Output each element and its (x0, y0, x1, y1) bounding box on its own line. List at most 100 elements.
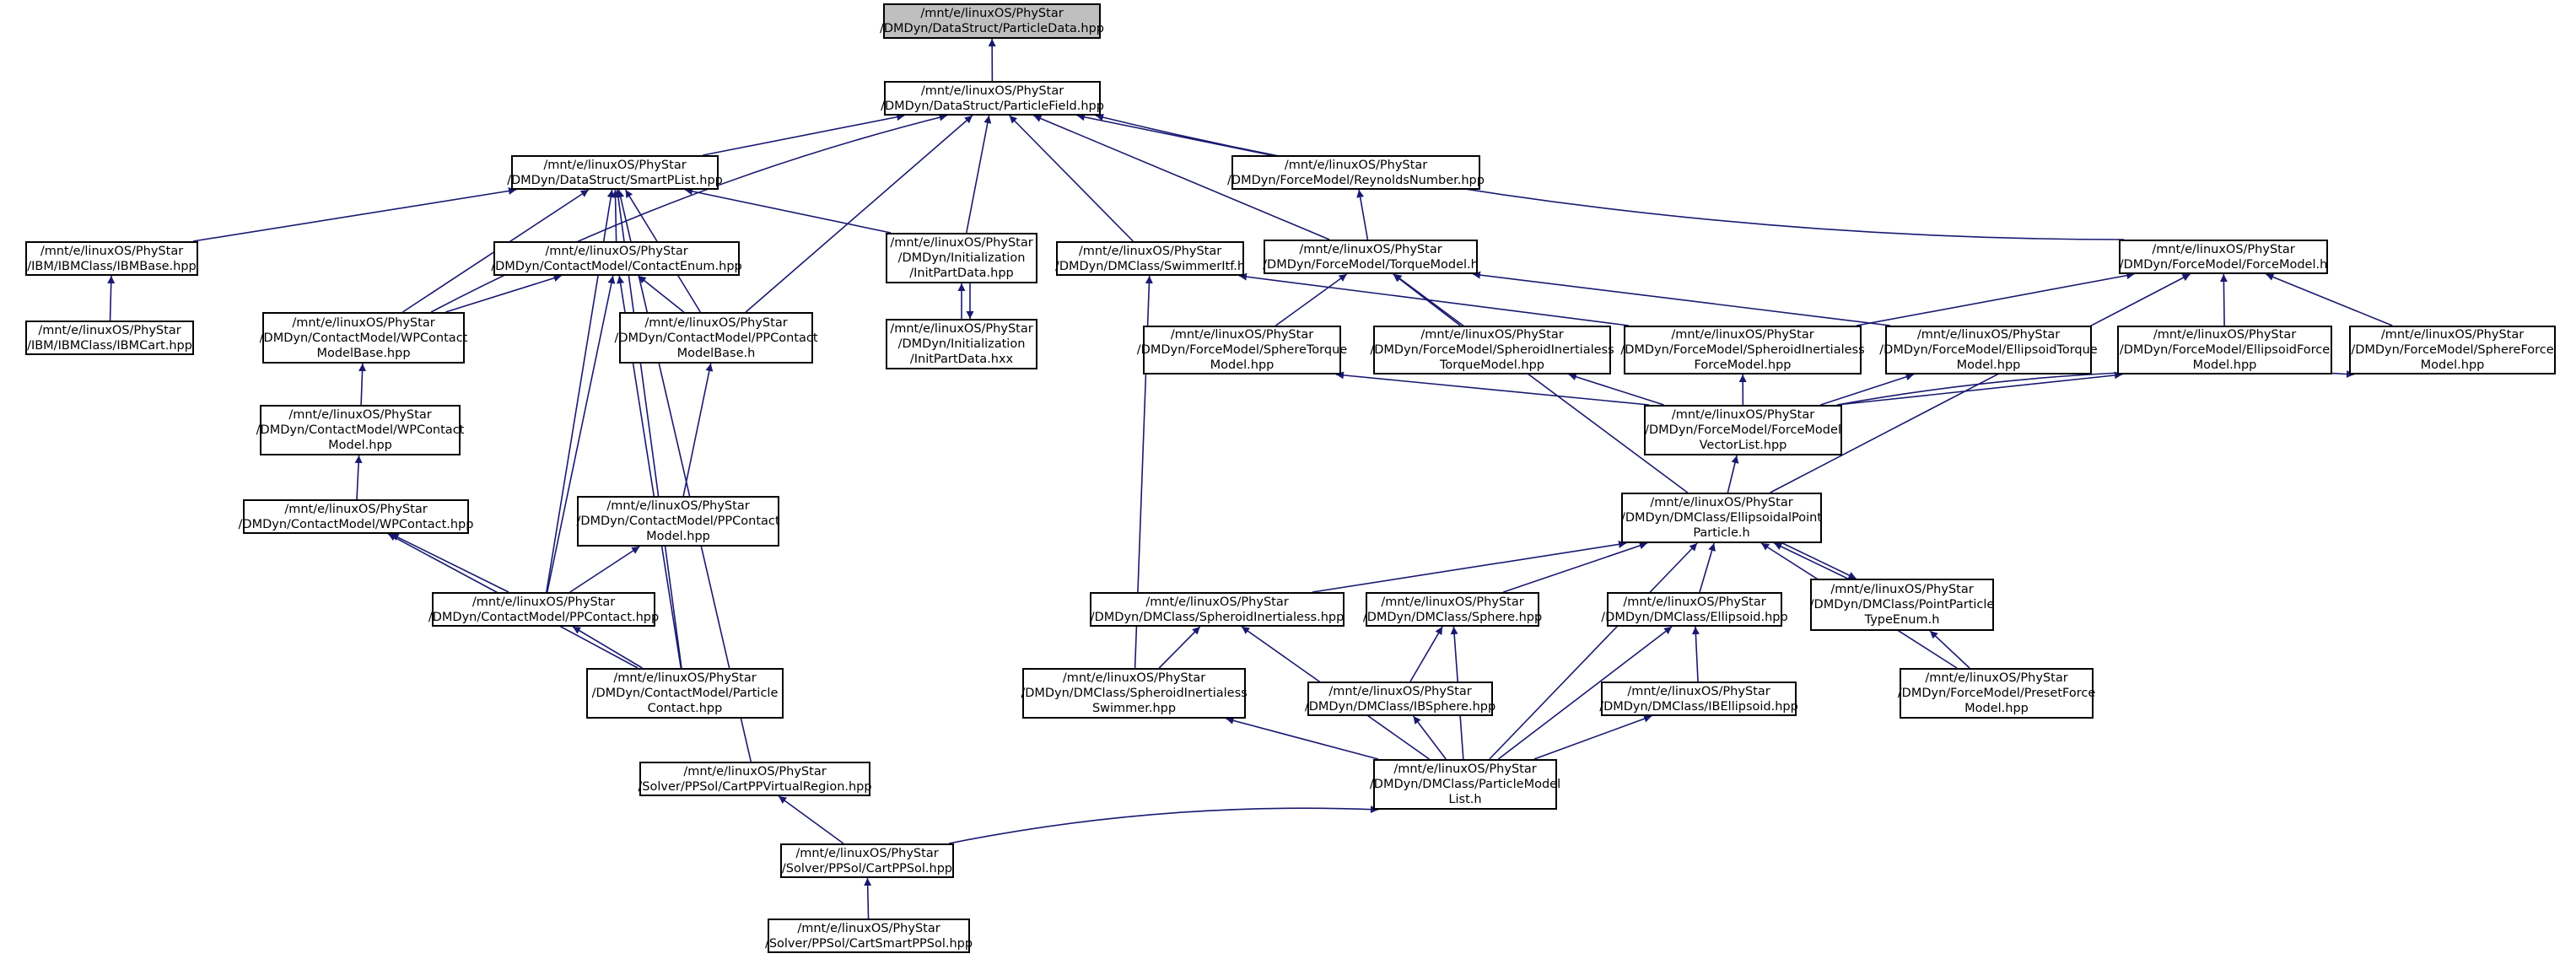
file-node-label-line: /mnt/e/linuxOS/PhyStar (1062, 671, 1206, 685)
file-node-label-line: /mnt/e/linuxOS/PhyStar (1627, 684, 1770, 698)
file-node-spheroidinertialessforce[interactable]: /mnt/e/linuxOS/PhyStar/DMDyn/ForceModel/… (1620, 326, 1865, 374)
edge-ellipsoidalpoint-to-forcemodelvectorlist (1727, 455, 1739, 493)
edge-particlemodellist-to-ibellipsoid (1533, 714, 1652, 760)
file-node-label-line: /DMDyn/DataStruct/ParticleField.hpp (881, 99, 1104, 113)
edge-spheroidinertialess-to-ellipsoidalpoint (1312, 540, 1627, 593)
file-node-pointparticletypeenum[interactable]: /mnt/e/linuxOS/PhyStar/DMDyn/DMClass/Poi… (1810, 579, 1994, 631)
file-node-label-line: /DMDyn/DMClass/SpheroidInertialess (1021, 687, 1248, 700)
file-node-label-line: /mnt/e/linuxOS/PhyStar (545, 244, 688, 258)
file-node-label-line: /Solver/PPSol/CartPPSol.hpp (781, 861, 953, 875)
file-node-sphere[interactable]: /mnt/e/linuxOS/PhyStar/DMDyn/DMClass/Sph… (1362, 592, 1543, 627)
file-node-spheroidinertialesstorque[interactable]: /mnt/e/linuxOS/PhyStar/DMDyn/ForceModel/… (1370, 326, 1614, 374)
edge-ibellipsoid-to-ellipsoid (1691, 626, 1700, 682)
edge-ppcontact-to-ppcontactmodel (569, 546, 640, 593)
edge-forcemodelvectorlist-to-ellipsoidtorque (1820, 373, 1914, 406)
file-node-label-line: /mnt/e/linuxOS/PhyStar (1420, 328, 1564, 342)
file-node-label-line: /mnt/e/linuxOS/PhyStar (890, 236, 1033, 250)
edge-ppcontactmodelbase-to-contactenum (638, 275, 685, 313)
file-node-ellipsoidforce[interactable]: /mnt/e/linuxOS/PhyStar/DMDyn/ForceModel/… (2117, 326, 2332, 374)
file-node-initpartdata-hpp[interactable]: /mnt/e/linuxOS/PhyStar/DMDyn/Initializat… (886, 233, 1037, 283)
file-node-wpcontactmodel[interactable]: /mnt/e/linuxOS/PhyStar/DMDyn/ContactMode… (256, 405, 464, 455)
file-node-label-line: Model.hpp (2192, 358, 2257, 372)
file-node-label-line: /DMDyn/ForceModel/SphereTorque (1136, 343, 1348, 357)
file-node-forcemodelvectorlist[interactable]: /mnt/e/linuxOS/PhyStar/DMDyn/ForceModel/… (1644, 405, 1842, 455)
file-node-label-line: /mnt/e/linuxOS/PhyStar (920, 84, 1064, 98)
file-node-label-line: /mnt/e/linuxOS/PhyStar (1623, 595, 1766, 609)
file-node-particlemodellist[interactable]: /mnt/e/linuxOS/PhyStar/DMDyn/DMClass/Par… (1369, 759, 1561, 810)
file-node-ppcontact[interactable]: /mnt/e/linuxOS/PhyStar/DMDyn/ContactMode… (428, 592, 659, 627)
file-node-particledata[interactable]: /mnt/e/linuxOS/PhyStar/DMDyn/DataStruct/… (880, 3, 1104, 39)
file-node-reynoldsnumber[interactable]: /mnt/e/linuxOS/PhyStar/DMDyn/ForceModel/… (1227, 155, 1485, 190)
edge-swimmeritf-to-particlefield (1009, 115, 1134, 242)
file-node-label-line: /DMDyn/ContactModel/PPContact (614, 331, 818, 345)
file-node-label-line: Contact.hpp (647, 702, 723, 715)
file-node-label-line: /DMDyn/ForceModel/SpheroidInertialess (1620, 343, 1865, 357)
file-node-label-line: VectorList.hpp (1699, 439, 1787, 452)
file-node-label-line: /mnt/e/linuxOS/PhyStar (2152, 242, 2295, 256)
file-node-smartplist[interactable]: /mnt/e/linuxOS/PhyStar/DMDyn/DataStruct/… (507, 155, 723, 190)
file-node-label-line: /mnt/e/linuxOS/PhyStar (2153, 328, 2297, 342)
edge-forcemodelvectorlist-to-sphereforce (1836, 369, 2355, 406)
file-node-label-line: /DMDyn/ForceModel/PresetForce (1897, 687, 2096, 700)
file-node-cartsmartppsol[interactable]: /mnt/e/linuxOS/PhyStar/Solver/PPSol/Cart… (765, 919, 973, 953)
file-node-label-line: /mnt/e/linuxOS/PhyStar (1145, 595, 1289, 609)
file-node-label-line: /DMDyn/ForceModel/ForceModel (1645, 423, 1841, 437)
file-node-label-line: Model.hpp (1964, 702, 2029, 715)
file-node-label-line: /DMDyn/Initialization (897, 251, 1026, 265)
file-node-label-line: /mnt/e/linuxOS/PhyStar (38, 323, 181, 337)
edge-smartplist-to-particlefield (703, 113, 905, 156)
edge-wpcontactmodel-to-wpcontactmodelbase (358, 363, 367, 406)
file-node-label-line: /DMDyn/ContactModel/WPContact.hpp (238, 517, 474, 531)
edge-ppcontact-to-wpcontact (391, 533, 509, 593)
file-node-torquemodel[interactable]: /mnt/e/linuxOS/PhyStar/DMDyn/ForceModel/… (1263, 240, 1479, 274)
file-node-label-line: /mnt/e/linuxOS/PhyStar (613, 671, 757, 685)
file-node-ibmbase[interactable]: /mnt/e/linuxOS/PhyStar/IBM/IBMClass/IBMB… (25, 241, 198, 276)
file-node-label-line: /mnt/e/linuxOS/PhyStar (1671, 408, 1815, 422)
file-node-label-line: TorqueModel.hpp (1439, 358, 1545, 372)
edge-contactenum-to-smartplist (612, 189, 620, 242)
file-node-particlefield[interactable]: /mnt/e/linuxOS/PhyStar/DMDyn/DataStruct/… (881, 81, 1104, 116)
file-node-contactenum[interactable]: /mnt/e/linuxOS/PhyStar/DMDyn/ContactMode… (491, 241, 742, 276)
edge-wpcontact-to-wpcontactmodel (354, 455, 363, 500)
file-node-label-line: /mnt/e/linuxOS/PhyStar (644, 315, 788, 330)
file-node-label-line: /DMDyn/DMClass/SpheroidInertialess.hpp (1090, 610, 1345, 624)
file-node-label-line: /mnt/e/linuxOS/PhyStar (1830, 583, 1974, 596)
file-node-particlecontact[interactable]: /mnt/e/linuxOS/PhyStar/DMDyn/ContactMode… (586, 668, 784, 719)
file-node-wpcontactmodelbase[interactable]: /mnt/e/linuxOS/PhyStar/DMDyn/ContactMode… (260, 312, 467, 364)
file-node-spheroidinertialess[interactable]: /mnt/e/linuxOS/PhyStar/DMDyn/DMClass/Sph… (1090, 592, 1345, 627)
file-node-ellipsoidtorque[interactable]: /mnt/e/linuxOS/PhyStar/DMDyn/ForceModel/… (1879, 326, 2098, 374)
file-node-sphereforce[interactable]: /mnt/e/linuxOS/PhyStar/DMDyn/ForceModel/… (2349, 326, 2556, 374)
edge-particlemodellist-to-ellipsoid (1497, 626, 1673, 760)
file-node-label-line: /DMDyn/DataStruct/ParticleData.hpp (880, 22, 1104, 35)
file-node-ibellipsoid[interactable]: /mnt/e/linuxOS/PhyStar/DMDyn/DMClass/IBE… (1599, 682, 1798, 716)
file-node-label-line: /InitPartData.hxx (909, 353, 1014, 366)
file-node-label-line: /DMDyn/DMClass/IBSphere.hpp (1304, 699, 1496, 714)
file-node-label-line: /DMDyn/ForceModel/EllipsoidForce (2119, 343, 2331, 357)
file-node-ppcontactmodel[interactable]: /mnt/e/linuxOS/PhyStar/DMDyn/ContactMode… (576, 496, 780, 547)
file-node-label-line: /DMDyn/ContactModel/ContactEnum.hpp (491, 259, 742, 273)
file-node-presetforce[interactable]: /mnt/e/linuxOS/PhyStar/DMDyn/ForceModel/… (1897, 668, 2096, 719)
file-node-ibsphere[interactable]: /mnt/e/linuxOS/PhyStar/DMDyn/DMClass/IBS… (1304, 682, 1496, 716)
file-node-cartppvirtualregion[interactable]: /mnt/e/linuxOS/PhyStar/Solver/PPSol/Cart… (638, 762, 872, 796)
file-node-cartppsol[interactable]: /mnt/e/linuxOS/PhyStar/Solver/PPSol/Cart… (780, 843, 954, 878)
file-node-label-line: /DMDyn/ForceModel/SpheroidInertialess (1370, 343, 1614, 357)
file-node-ellipsoid[interactable]: /mnt/e/linuxOS/PhyStar/DMDyn/DMClass/Ell… (1601, 592, 1788, 627)
file-node-ellipsoidalpoint[interactable]: /mnt/e/linuxOS/PhyStar/DMDyn/DMClass/Ell… (1621, 493, 1822, 543)
edge-wpcontactmodelbase-to-particlefield (430, 113, 947, 313)
edge-cartppsol-to-cartppvirtualregion (778, 795, 844, 844)
file-node-wpcontact[interactable]: /mnt/e/linuxOS/PhyStar/DMDyn/ContactMode… (239, 499, 473, 534)
file-node-label-line: Model.hpp (646, 530, 710, 543)
file-node-spheroidinertialessswimmer[interactable]: /mnt/e/linuxOS/PhyStar/DMDyn/DMClass/Sph… (1021, 668, 1248, 719)
file-node-label-line: /DMDyn/DMClass/ParticleModel (1369, 778, 1561, 791)
file-node-initpartdata-hxx[interactable]: /mnt/e/linuxOS/PhyStar/DMDyn/Initializat… (886, 319, 1037, 369)
file-node-label-line: /InitPartData.hpp (909, 267, 1014, 280)
file-node-spheretorque[interactable]: /mnt/e/linuxOS/PhyStar/DMDyn/ForceModel/… (1137, 326, 1347, 374)
file-node-ibmcart[interactable]: /mnt/e/linuxOS/PhyStar/IBM/IBMClass/IBMC… (25, 321, 194, 355)
edge-ibmbase-to-smartplist (192, 186, 517, 242)
file-node-label-line: /DMDyn/DMClass/Sphere.hpp (1362, 610, 1543, 624)
file-node-ppcontactmodelbase[interactable]: /mnt/e/linuxOS/PhyStar/DMDyn/ContactMode… (614, 312, 818, 364)
file-node-label-line: /DMDyn/ContactModel/WPContact (256, 423, 465, 437)
file-node-forcemodel[interactable]: /mnt/e/linuxOS/PhyStar/DMDyn/ForceModel/… (2119, 240, 2328, 274)
file-node-swimmeritf[interactable]: /mnt/e/linuxOS/PhyStar/DMDyn/DMClass/Swi… (1055, 241, 1245, 276)
file-node-label-line: /mnt/e/linuxOS/PhyStar (1381, 595, 1524, 609)
